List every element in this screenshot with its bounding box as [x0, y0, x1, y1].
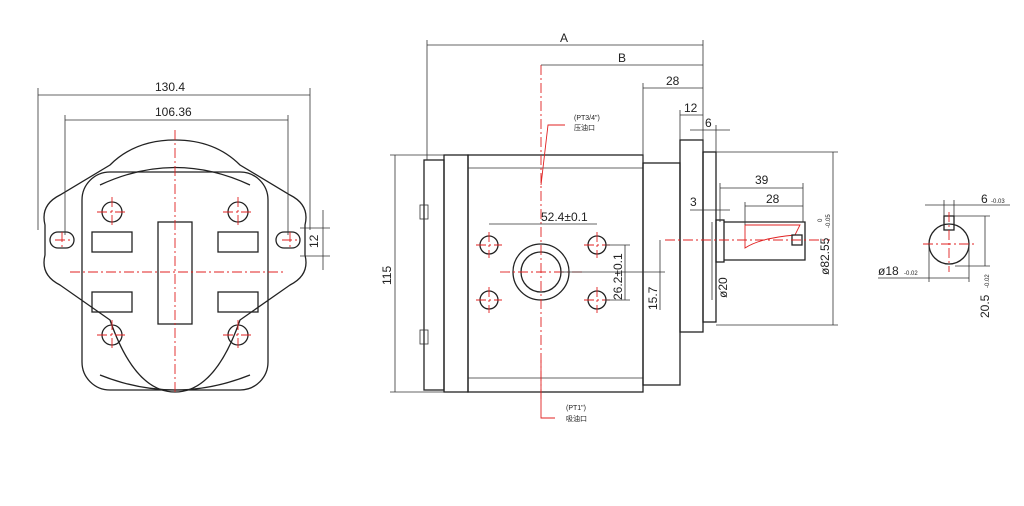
dim-slot-width: 12	[307, 234, 321, 248]
outlet-port-spec: (PT3/4")	[574, 115, 600, 122]
dim-12: 12	[684, 101, 698, 115]
dim-bolt-spacing: 106.36	[155, 105, 192, 119]
dim-key-height-tol: -0.02	[985, 274, 991, 288]
dim-pilot-dia: ø82.55	[818, 237, 832, 275]
dim-39: 39	[755, 173, 769, 187]
dim-shaft-dia: ø20	[716, 277, 730, 298]
dim-key-height: 20.5	[978, 294, 992, 318]
dim-a: A	[560, 31, 568, 45]
outlet-port-label: 压油口	[574, 123, 595, 132]
shaft-section-view: 6 -0.03 ø18 -0.02 20.5 -0.02	[878, 192, 1010, 318]
side-view: A B 28 12 6 115 52.4±0.1 26.2±0.1 15.7 3…	[380, 31, 838, 423]
dim-pilot-tol-lower: -0.05	[826, 214, 832, 228]
front-view: 130.4 106.36 12	[37, 80, 330, 395]
dim-pilot-tol-upper: 0	[818, 218, 824, 222]
dim-port-spacing-v: 26.2±0.1	[611, 253, 625, 300]
dim-key-width: 6	[981, 192, 988, 206]
dim-15-7: 15.7	[646, 286, 660, 310]
dim-port-spacing-h: 52.4±0.1	[541, 210, 588, 224]
dim-b: B	[618, 51, 626, 65]
dim-3: 3	[690, 195, 697, 209]
inlet-port-label: 吸油口	[566, 414, 587, 423]
dim-6: 6	[705, 116, 712, 130]
dim-shaft-tol: -0.02	[904, 271, 918, 277]
dim-height: 115	[380, 266, 394, 285]
dim-28-front: 28	[666, 74, 680, 88]
dim-key-tol: -0.03	[991, 199, 1005, 205]
dim-shaft-dia-section: ø18	[878, 264, 899, 278]
inlet-port-spec: (PT1")	[566, 405, 586, 412]
dim-overall-width: 130.4	[155, 80, 185, 94]
dim-28-shaft: 28	[766, 192, 780, 206]
